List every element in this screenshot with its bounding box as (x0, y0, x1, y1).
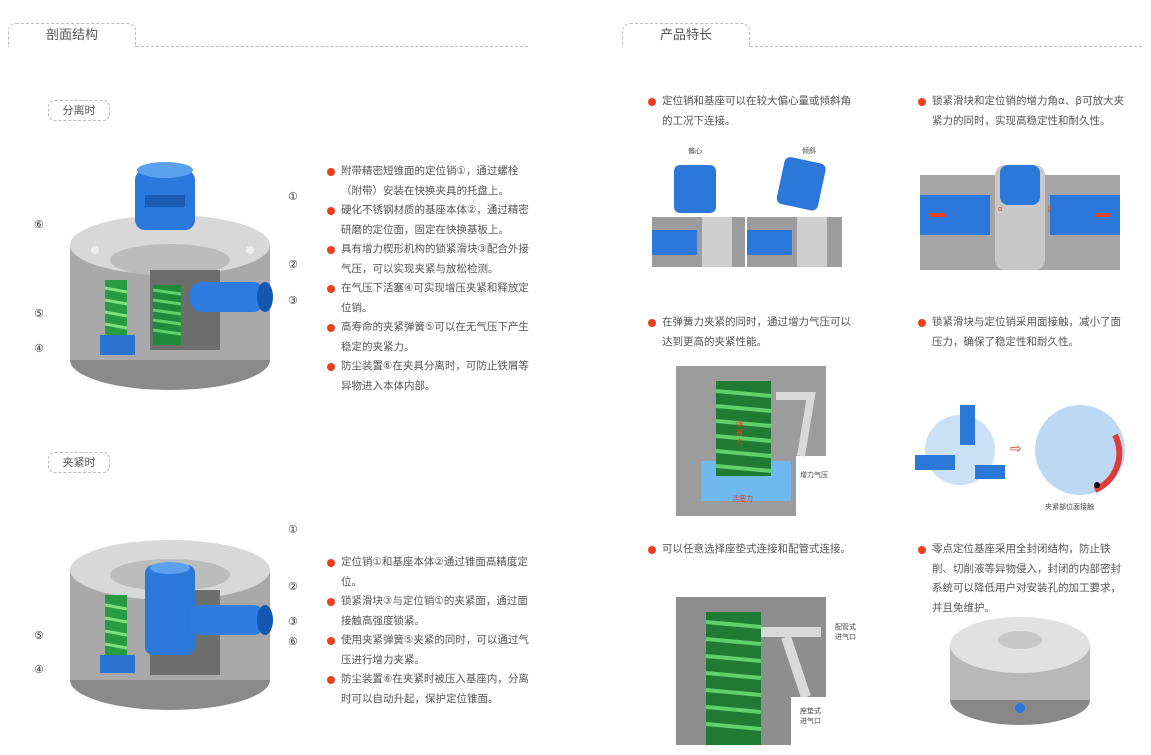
callout-2: ② (288, 580, 298, 593)
label-seat-inlet: 座垫式进气口 (800, 707, 821, 725)
feature-5: 可以任意选择座垫式连接和配管式连接。 (648, 540, 868, 560)
label-alpha: α (998, 205, 1003, 213)
section-title-features: 产品特长 (622, 23, 750, 47)
callout-1: ① (288, 190, 298, 203)
list-item: 具有增力楔形机构的锁紧滑块③配合外接气压，可以实现夹紧与放松检测。 (327, 240, 532, 279)
list-item: 锁紧滑块③与定位销①的夹紧面，通过面接触高强度锁紧。 (327, 592, 537, 631)
divider (136, 46, 528, 47)
callout-1: ① (288, 523, 298, 536)
clamped-feature-list: 定位销①和基座本体②通过锥面高精度定位。 锁紧滑块③与定位销①的夹紧面，通过面接… (327, 553, 537, 709)
surface-contact-illustration: ⇨ (915, 405, 1125, 495)
section-title-cross-section: 剖面结构 (8, 23, 136, 47)
list-item: 定位销和基座可以在较大偏心量或倾斜角的工况下连接。 (648, 92, 853, 131)
callout-3: ③ (288, 615, 298, 628)
label-boost-air: 增力气压 (800, 471, 828, 479)
label-clamped: 夹紧时 (48, 452, 110, 473)
list-item: 硬化不锈钢材质的基座本体②，通过精密研磨的定位面，固定在快换基板上。 (327, 201, 532, 240)
feature-6: 零点定位基座采用全封闭结构，防止铁削、切削液等异物侵入，封闭的内部密封系统可以降… (918, 540, 1130, 618)
list-item: 锁紧滑块和定位销的增力角α、β可放大夹紧力的同时，实现高稳定性和耐久性。 (918, 92, 1128, 131)
divider (750, 46, 1142, 47)
list-item: 定位销①和基座本体②通过锥面高精度定位。 (327, 553, 537, 592)
feature-4: 锁紧滑块与定位销采用面接触，减小了面压力，确保了稳定性和耐久性。 (918, 313, 1128, 352)
label-pipe-inlet: 配管式进气口 (835, 623, 856, 641)
force-angle-illustration (920, 165, 1120, 270)
feature-2: 锁紧滑块和定位销的增力角α、β可放大夹紧力的同时，实现高稳定性和耐久性。 (918, 92, 1128, 131)
label-tilt: 倾斜 (802, 147, 816, 155)
label-eccentric: 偏心 (688, 147, 702, 155)
list-item: 使用夹紧弹簧⑤夹紧的同时，可以通过气压进行增力夹紧。 (327, 631, 537, 670)
list-item: 零点定位基座采用全封闭结构，防止铁削、切削液等异物侵入，封闭的内部密封系统可以降… (918, 540, 1130, 618)
list-item: 在气压下活塞④可实现增压夹紧和释放定位销。 (327, 279, 532, 318)
svg-text:⇨: ⇨ (1010, 441, 1022, 457)
callout-4: ④ (34, 342, 44, 355)
callout-2: ② (288, 258, 298, 271)
list-item: 锁紧滑块与定位销采用面接触，减小了面压力，确保了稳定性和耐久性。 (918, 313, 1128, 352)
list-item: 可以任意选择座垫式连接和配管式连接。 (648, 540, 868, 560)
label-surface-contact: 夹紧部位面接触 (1045, 503, 1094, 511)
label-beta: β (1048, 205, 1053, 213)
eccentric-tilt-illustration (652, 157, 842, 270)
callout-6: ⑥ (288, 635, 298, 648)
list-item: 在弹簧力夹紧的同时，通过增力气压可以达到更高的夹紧性能。 (648, 313, 853, 352)
clamped-cross-section-illustration (70, 540, 273, 710)
separated-feature-list: 附带精密短锥面的定位销①，通过螺栓（附带）安装在快换夹具的托盘上。 硬化不锈钢材… (327, 162, 532, 396)
callout-6: ⑥ (34, 218, 44, 231)
feature-3: 在弹簧力夹紧的同时，通过增力气压可以达到更高的夹紧性能。 (648, 313, 853, 352)
label-piston-force: 活塞力 (732, 495, 753, 503)
list-item: 防尘装置⑥在夹具分离时，可防止铁屑等异物进入本体内部。 (327, 357, 532, 396)
spring-piston-illustration (676, 366, 826, 516)
feature-1: 定位销和基座可以在较大偏心量或倾斜角的工况下连接。 (648, 92, 853, 131)
list-item: 附带精密短锥面的定位销①，通过螺栓（附带）安装在快换夹具的托盘上。 (327, 162, 532, 201)
label-spring-force: 弹簧力 (736, 420, 743, 446)
separated-cross-section-illustration (70, 162, 273, 390)
zero-point-base-product-photo (950, 617, 1090, 725)
callout-5: ⑤ (34, 307, 44, 320)
list-item: 高寿命的夹紧弹簧⑤可以在无气压下产生稳定的夹紧力。 (327, 318, 532, 357)
label-separated: 分离时 (48, 100, 110, 121)
air-inlet-illustration (676, 597, 831, 745)
callout-3: ③ (288, 294, 298, 307)
callout-5: ⑤ (34, 629, 44, 642)
callout-4: ④ (34, 663, 44, 676)
list-item: 防尘装置⑥在夹紧时被压入基座内，分离时可以自动升起，保护定位锥面。 (327, 670, 537, 709)
